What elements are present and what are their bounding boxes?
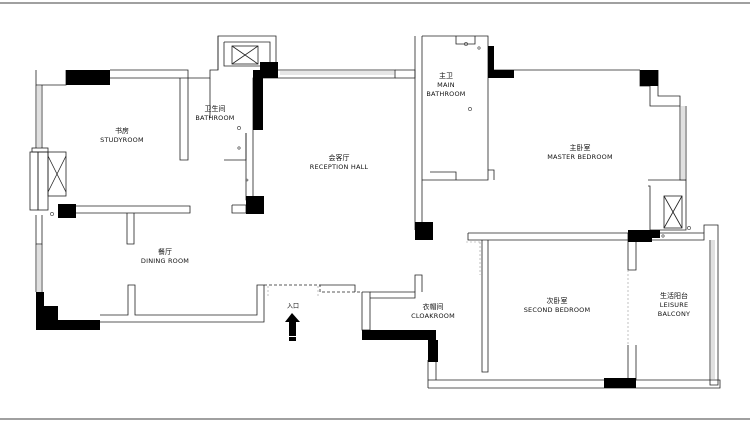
label-leisure-balcony: 生活阳台 LEISURE BALCONY xyxy=(657,292,691,318)
label-dining-room: 餐厅 DINING ROOM xyxy=(140,248,190,265)
label-study: 书房 STUDYROOM xyxy=(100,127,144,144)
entrance-arrow-icon xyxy=(285,313,300,341)
label-main-bathroom: 主卫 MAIN BATHROOM xyxy=(426,72,466,98)
label-master-bedroom: 主卧室 MASTER BEDROOM xyxy=(547,144,613,161)
fixtures xyxy=(50,42,691,238)
label-entrance: 入口 xyxy=(287,303,300,310)
label-cloakroom: 衣帽间 CLOAKROOM xyxy=(411,303,455,320)
label-second-bedroom: 次卧室 SECOND BEDROOM xyxy=(523,297,591,314)
label-bathroom: 卫生间 BATHROOM xyxy=(195,105,235,122)
label-reception-hall: 会客厅 RECEPTION HALL xyxy=(309,154,369,171)
window-lines xyxy=(37,71,715,380)
structural-columns xyxy=(36,46,660,388)
